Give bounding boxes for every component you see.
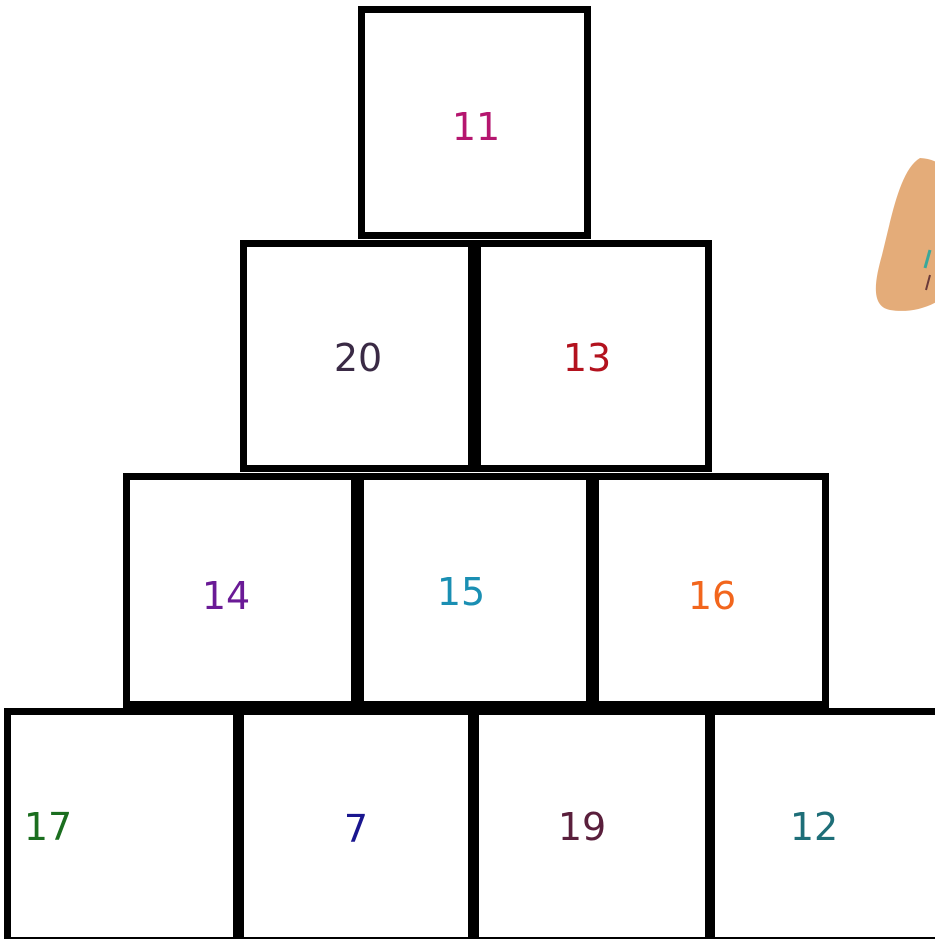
pyramid-number-r4-c1: 17	[24, 808, 72, 846]
pyramid-number-r3-c2: 15	[437, 573, 485, 611]
pyramid-number-r2-c1: 20	[334, 339, 382, 377]
pyramid-number-r4-c3: 19	[558, 808, 606, 846]
pyramid-number-r2-c2: 13	[563, 339, 611, 377]
pyramid-number-r3-c1: 14	[202, 577, 250, 615]
pyramid-number-r3-c3: 16	[688, 577, 736, 615]
egg-shape-icon	[860, 150, 935, 320]
pyramid-number-r1-c1: 11	[452, 108, 500, 146]
pyramid-number-r4-c2: 7	[344, 810, 368, 848]
pyramid-number-r4-c4: 12	[790, 808, 838, 846]
